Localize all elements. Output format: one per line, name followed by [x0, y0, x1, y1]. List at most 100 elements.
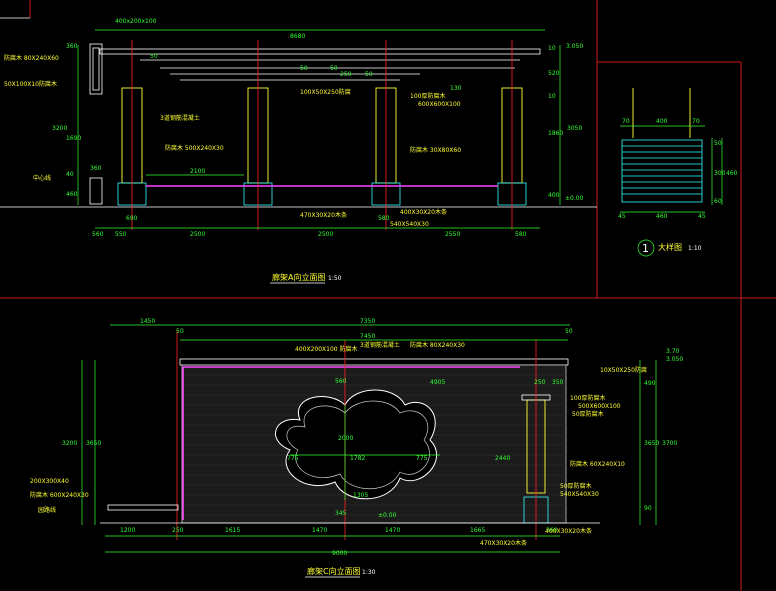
a-bottom-dim: 2500 — [190, 231, 205, 238]
c-bottom-dim: 250 — [172, 527, 184, 534]
c-note: 400X30X20木条 — [545, 527, 592, 535]
a-scale: 1:50 — [328, 275, 342, 282]
c-top-dim: 50 — [176, 328, 184, 335]
c-left-dim: 3650 — [86, 440, 101, 447]
a-bottom-dim: 550 — [115, 231, 127, 238]
c-open-dim: 2440 — [495, 455, 510, 462]
c-top-dim: 7450 — [360, 333, 375, 340]
a-height-dim: 400 — [548, 192, 560, 199]
a-bottom-dim: 2500 — [318, 231, 333, 238]
a-left-dim: 460 — [66, 191, 78, 198]
d1-scale: 1:10 — [688, 245, 702, 252]
c-note: 3道钢筋混凝土 — [360, 341, 400, 349]
c-level-dim: 3.70 — [666, 348, 680, 355]
d1-side-dim: 60 — [714, 198, 722, 205]
a-beam-dim: 50 — [150, 53, 158, 60]
a-beam-dim: 10 — [548, 93, 556, 100]
c-note: 540X540X30 — [560, 491, 599, 498]
c-note: 50厚防腐木 — [572, 410, 604, 418]
c-scale: 1:30 — [362, 569, 376, 576]
c-open-dim: 1782 — [350, 455, 365, 462]
a-span-dim: 2100 — [190, 168, 205, 175]
a-note: 中心线 — [33, 174, 51, 182]
a-note: 540X540X30 — [390, 221, 429, 228]
c-bottom-dim: 1470 — [385, 527, 400, 534]
c-bottom-dim: 1200 — [120, 527, 135, 534]
a-beam-dim: 50 — [365, 71, 373, 78]
c-open-dim: 775 — [416, 455, 428, 462]
d1-side-dim: 460 — [726, 170, 738, 177]
a-col-dim: 690 — [126, 215, 138, 222]
d1-top-dim: 400 — [656, 118, 668, 125]
c-note: 防腐木 60X240X10 — [570, 460, 625, 468]
a-beam-dim: 50 — [330, 65, 338, 72]
c-note: 10X50X250防腐 — [600, 366, 647, 374]
a-note: 3道钢筋混凝土 — [160, 114, 200, 122]
c-mid-dim: 350 — [552, 379, 564, 386]
a-beam-dim: 250 — [340, 71, 352, 78]
c-mid-dim: 250 — [534, 379, 546, 386]
c-bottom-dim: 1470 — [312, 527, 327, 534]
c-note: 防腐木 600X240X30 — [30, 491, 89, 499]
c-note: 50厚防腐木 — [560, 482, 592, 490]
a-note: 防腐木 30X80X60 — [410, 146, 461, 154]
c-height-dim: 490 — [644, 380, 656, 387]
d1-title: 大样图 — [658, 242, 682, 252]
d1-bottom-dim: 45 — [698, 213, 706, 220]
a-left-dim: 40 — [66, 171, 74, 178]
c-note: 500X600X100 — [578, 403, 621, 410]
c-mid-dim: 4905 — [430, 379, 445, 386]
c-note: 防腐木 80X240X30 — [410, 341, 465, 349]
a-note: 防腐木 500X240X30 — [165, 144, 224, 152]
a-note: 50X100X10防腐木 — [4, 80, 57, 88]
a-bottom-dim: 580 — [515, 231, 527, 238]
c-open-dim: 560 — [335, 378, 347, 385]
d1-top-dim: 70 — [622, 118, 630, 125]
a-beam-dim: 50 — [300, 65, 308, 72]
a-level-dim: 3.050 — [566, 43, 583, 50]
a-col-dim: 580 — [378, 215, 390, 222]
a-note: 100厚防腐木 — [410, 92, 445, 100]
c-open-dim: 345 — [335, 510, 347, 517]
a-note: 400X30X20木条 — [400, 208, 447, 216]
c-top-dim: 1450 — [140, 318, 155, 325]
a-note: 100X50X250防腐 — [300, 88, 351, 96]
c-top-dim: 7350 — [360, 318, 375, 325]
c-bottom-dim: 1615 — [225, 527, 240, 534]
a-beam-dim: 130 — [450, 85, 462, 92]
c-left-dim: 3200 — [62, 440, 77, 447]
d1-side-dim: 300 — [714, 170, 726, 177]
a-height-dim: 10 — [548, 45, 556, 52]
c-top-dim: 50 — [565, 328, 573, 335]
d1-top-dim: 70 — [692, 118, 700, 125]
elevation-a — [77, 29, 561, 230]
c-open-dim: 1305 — [353, 492, 368, 499]
c-open-dim: 2000 — [338, 435, 353, 442]
a-note: 防腐木 80X240X60 — [4, 54, 59, 62]
d1-side-dim: 50 — [714, 140, 722, 147]
a-bottom-dim: 560 — [92, 231, 104, 238]
a-left-dim: 360 — [66, 43, 78, 50]
c-title: 廊架C向立面图 — [307, 566, 361, 576]
a-note: 470X30X20木条 — [300, 211, 347, 219]
a-left-dim: 360 — [90, 165, 102, 172]
d1-number: 1 — [642, 242, 649, 255]
a-left-dim: 3200 — [52, 125, 67, 132]
a-height-dim: 3050 — [567, 125, 582, 132]
a-height-dim: 520 — [548, 70, 560, 77]
detail-1 — [620, 88, 723, 257]
c-note: 园路线 — [38, 506, 56, 514]
c-note: 400X200X100 防腐木 — [295, 345, 358, 353]
a-height-dim: 1860 — [548, 130, 563, 137]
d1-bottom-dim: 45 — [618, 213, 626, 220]
c-note: 470X30X20木条 — [480, 539, 527, 547]
c-height-dim: 3700 — [662, 440, 677, 447]
d1-bottom-dim: 460 — [656, 213, 668, 220]
c-bottom-dim: 360 — [546, 527, 558, 534]
a-level-dim: ±0.00 — [565, 195, 584, 202]
a-left-dim: 1690 — [66, 135, 81, 142]
a-bottom-dim: 2550 — [445, 231, 460, 238]
c-height-dim: 90 — [644, 505, 652, 512]
c-note: 200X300X40 — [30, 478, 69, 485]
